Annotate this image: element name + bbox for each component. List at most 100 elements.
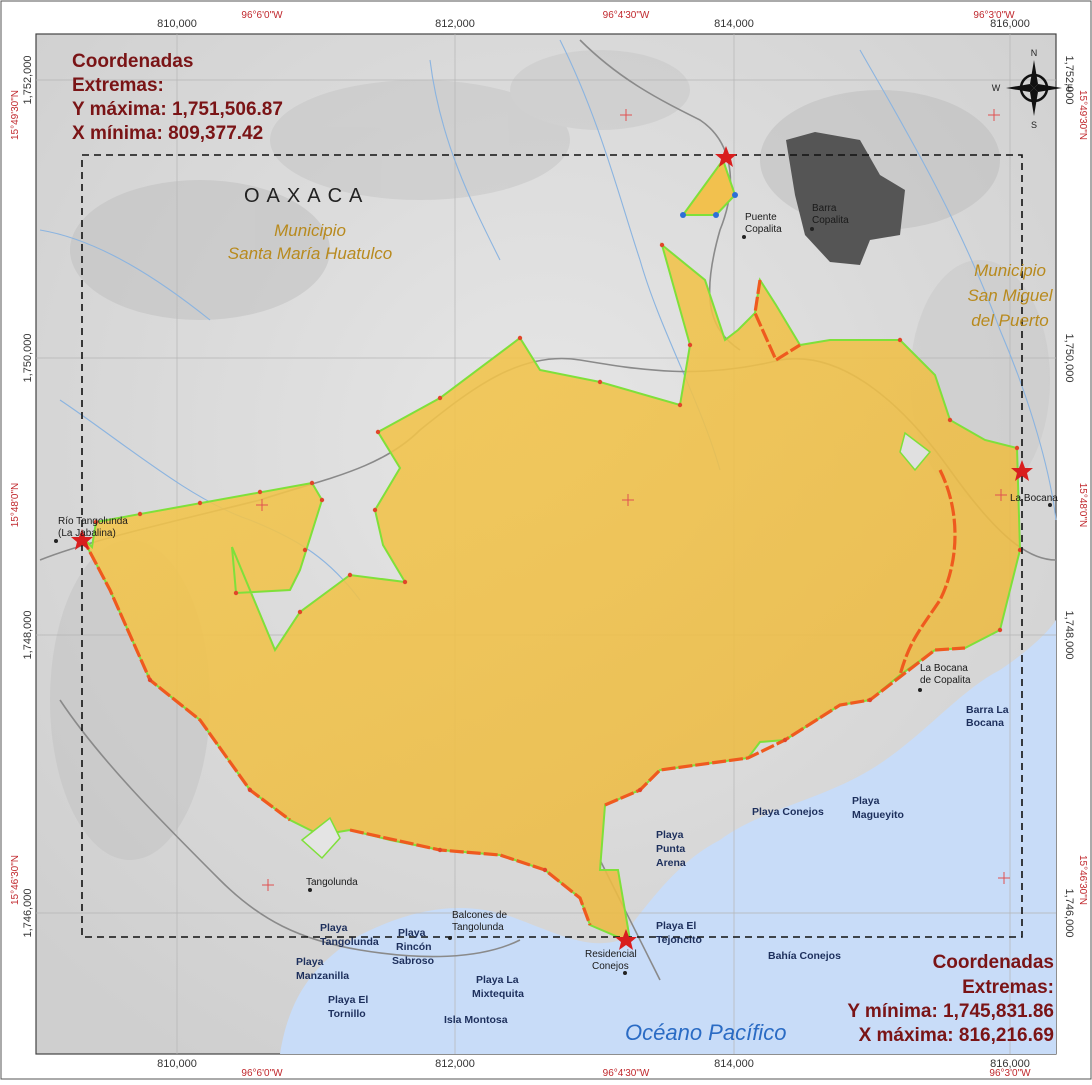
geo-bottom-label: 96°4'30"W: [603, 1068, 650, 1079]
star-icon-south: [615, 929, 637, 950]
municipality-west-label: Santa María Huatulco: [228, 244, 392, 263]
beach-label: Playa El: [656, 920, 696, 932]
place-label: Tangolunda: [452, 922, 504, 933]
place-label: de Copalita: [920, 675, 971, 686]
place-markers: [54, 227, 1052, 975]
place-label: Copalita: [745, 224, 782, 235]
grid-top-label: 816,000: [990, 18, 1030, 30]
compass-w: W: [992, 83, 1001, 93]
ocean-area: [280, 620, 1056, 1054]
star-icon-east: [1011, 460, 1033, 481]
geo-top-label: 96°4'30"W: [603, 10, 650, 21]
compass-icon: N S E W: [992, 48, 1073, 130]
beach-label: Playa La: [476, 974, 519, 986]
grid-labels-bottom: 810,000 812,000 814,000 816,000 96°6'0"W…: [157, 1058, 1031, 1079]
place-label: Puente: [745, 212, 777, 223]
beach-label: Tangolunda: [320, 936, 379, 948]
beach-label: Rincón: [396, 941, 432, 953]
beach-label: Magueyito: [852, 809, 904, 821]
geo-right-label: 15°48'0"N: [1077, 483, 1088, 528]
beach-label: Bocana: [966, 717, 1004, 729]
beach-label: Tejoncito: [656, 934, 702, 946]
beach-label: Punta: [656, 843, 685, 855]
beach-label: Playa: [852, 795, 880, 807]
place-label: Balcones de: [452, 910, 507, 921]
extremes-top-line: Extremas:: [72, 75, 164, 96]
grid-bottom-label: 812,000: [435, 1058, 475, 1070]
grid-left-label: 1,748,000: [22, 611, 34, 660]
grid-left-label: 1,746,000: [22, 889, 34, 938]
graticule-crosses: [256, 109, 1010, 891]
place-label: (La Jabalina): [58, 528, 116, 539]
geo-left-label: 15°49'30"N: [10, 90, 21, 140]
beach-label: Playa El: [328, 994, 368, 1006]
grid-top-label: 810,000: [157, 18, 197, 30]
compass-n: N: [1031, 48, 1038, 58]
place-label: La Bocana: [920, 663, 968, 674]
extremes-bottom-line: Y mínima: 1,745,831.86: [847, 1001, 1054, 1022]
extremes-top-block: Coordenadas Extremas: Y máxima: 1,751,50…: [72, 51, 283, 144]
grid-labels-left: 1,752,000 1,750,000 1,748,000 1,746,000 …: [10, 56, 34, 938]
polygon-exclusion: [899, 431, 932, 472]
beach-labels: Barra La Bocana Playa Conejos Playa Magu…: [296, 704, 1009, 1026]
polygon-exclusion-south: [300, 816, 341, 860]
compass-s: S: [1031, 120, 1037, 130]
grid-left-label: 1,750,000: [22, 334, 34, 383]
place-label: Río Tangolunda: [58, 516, 128, 527]
place-label: Tangolunda: [306, 877, 358, 888]
grid-right-label: 1,746,000: [1063, 889, 1075, 938]
compass-e: E: [1067, 83, 1073, 93]
grid-bottom-label: 816,000: [990, 1058, 1030, 1070]
municipality-east-label: San Miguel: [967, 286, 1053, 305]
extremes-bottom-line: Extremas:: [962, 977, 1054, 998]
coastline-boundary: [80, 279, 966, 926]
beach-label: Playa: [296, 956, 324, 968]
extreme-points: [71, 146, 1033, 950]
north-fragment-vertices: [680, 192, 738, 218]
beach-label: Tornillo: [328, 1008, 366, 1020]
geo-bottom-label: 96°3'0"W: [989, 1068, 1031, 1079]
place-label: Conejos: [592, 961, 629, 972]
beach-label: Playa: [320, 922, 348, 934]
municipality-east-label: del Puerto: [971, 311, 1049, 330]
place-labels: Río Tangolunda (La Jabalina) Puente Copa…: [58, 203, 1058, 972]
extremes-top-line: Coordenadas: [72, 51, 193, 72]
beach-label: Isla Montosa: [444, 1014, 508, 1026]
municipality-east-label: Municipio: [974, 261, 1046, 280]
grid-bottom-label: 814,000: [714, 1058, 754, 1070]
grid-top-label: 814,000: [714, 18, 754, 30]
grid-labels-right: 1,752,000 1,750,000 1,748,000 1,746,000 …: [1063, 56, 1088, 938]
star-icon-north: [715, 146, 737, 167]
ocean-label: Océano Pacífico: [625, 1020, 786, 1045]
beach-label: Manzanilla: [296, 970, 349, 982]
grid-right-label: 1,748,000: [1063, 611, 1075, 660]
beach-label: Arena: [656, 857, 686, 869]
beach-label: Sabroso: [392, 955, 434, 967]
place-label: La Bocana: [1010, 493, 1058, 504]
grid-top-label: 812,000: [435, 18, 475, 30]
grid-bottom-label: 810,000: [157, 1058, 197, 1070]
extremes-bottom-line: Coordenadas: [933, 952, 1054, 973]
beach-label: Playa: [656, 829, 684, 841]
urban-area-barra-copalita: [786, 132, 905, 265]
grid-left-label: 1,752,000: [22, 56, 34, 105]
extremes-bottom-line: X máxima: 816,216.69: [859, 1025, 1054, 1046]
geo-right-label: 15°46'30"N: [1077, 855, 1088, 905]
beach-label: Bahía Conejos: [768, 950, 841, 962]
beach-label: Mixtequita: [472, 988, 524, 1000]
beach-label: Playa Conejos: [752, 806, 824, 818]
star-icon-west: [71, 529, 93, 550]
geo-left-label: 15°48'0"N: [10, 483, 21, 528]
grid-labels-top: 810,000 812,000 814,000 816,000 96°6'0"W…: [157, 10, 1030, 30]
extremes-top-line: Y máxima: 1,751,506.87: [72, 99, 283, 120]
geo-top-label: 96°3'0"W: [973, 10, 1015, 21]
geo-right-label: 15°49'30"N: [1077, 90, 1088, 140]
extremes-top-line: X mínima: 809,377.42: [72, 123, 263, 144]
boundary-vertices: [93, 242, 1023, 873]
place-label: Copalita: [812, 215, 849, 226]
geo-top-label: 96°6'0"W: [241, 10, 283, 21]
place-label: Barra: [812, 203, 837, 214]
beach-label: Playa: [398, 927, 426, 939]
